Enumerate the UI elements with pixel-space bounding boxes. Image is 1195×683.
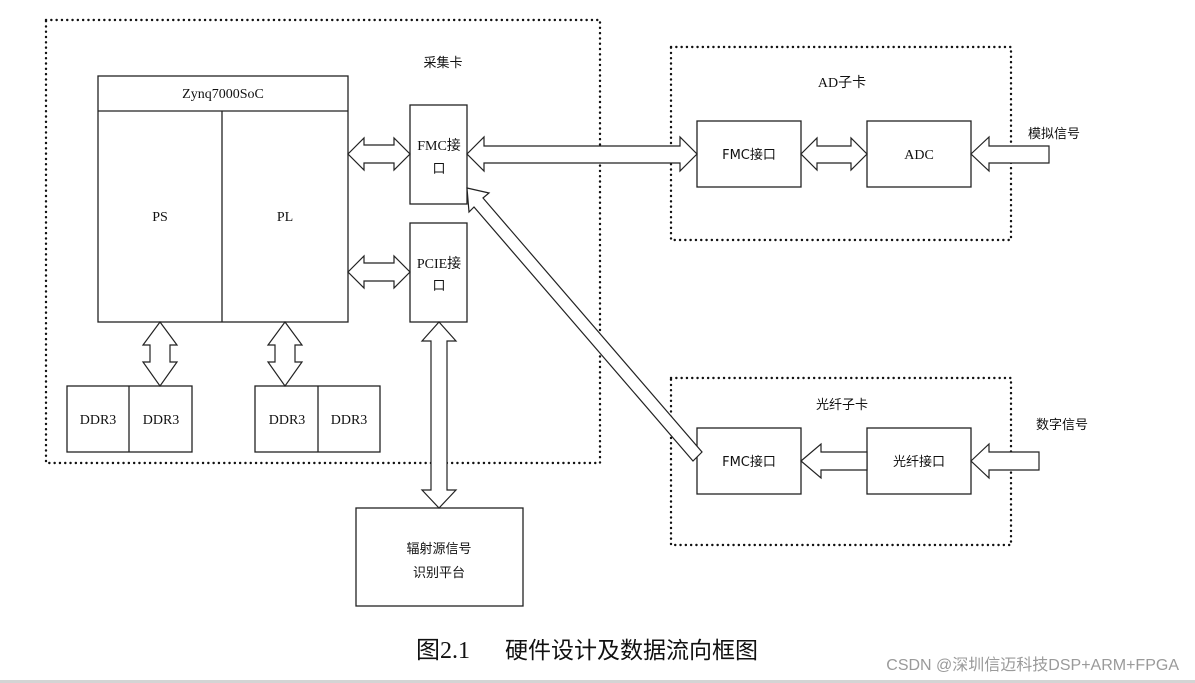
csdn-watermark: CSDN @深圳信迈科技DSP+ARM+FPGA — [886, 656, 1179, 674]
pcie-platform-double-arrow — [420, 321, 458, 509]
pcie-label-line1: PCIE接 — [417, 255, 461, 272]
ddr3-right-pair: DDR3 DDR3 — [254, 385, 381, 453]
caption-number: 图2.1 — [416, 638, 470, 664]
caption-text: 硬件设计及数据流向框图 — [505, 638, 758, 664]
fiber-fmc-interface-block: FMC接口 — [696, 427, 802, 495]
ddr3-left-pair: DDR3 DDR3 — [66, 385, 193, 453]
pcie-interface-block: PCIE接 口 — [409, 222, 468, 323]
figure-caption: 图2.1 硬件设计及数据流向框图 — [416, 638, 758, 664]
platform-label-line2: 识别平台 — [413, 566, 465, 581]
ps-ddr-double-arrow — [141, 320, 179, 388]
fiber-card-title: 光纤子卡 — [816, 398, 868, 413]
soc-pcie-double-arrow — [347, 254, 411, 290]
ddr3-label: DDR3 — [80, 413, 117, 428]
ddr3-label: DDR3 — [143, 413, 180, 428]
ad-card-title: AD子卡 — [818, 75, 866, 91]
digital-signal-label: 数字信号 — [1036, 418, 1088, 433]
fiber-interface-label: 光纤接口 — [893, 454, 945, 470]
ad-fmc-interface-block: FMC接口 — [696, 120, 802, 188]
identification-platform-block: 辐射源信号 识别平台 — [355, 507, 524, 607]
acquisition-card-title: 采集卡 — [423, 55, 462, 71]
pcie-label-line2: 口 — [432, 279, 445, 294]
soc-title: Zynq7000SoC — [182, 87, 264, 102]
soc-fmc-double-arrow — [347, 136, 411, 172]
ddr3-label: DDR3 — [269, 413, 306, 428]
analog-input-arrow — [970, 135, 1050, 173]
ddr3-label: DDR3 — [331, 413, 368, 428]
digital-input-arrow — [970, 442, 1040, 480]
fiber-fmc-label: FMC接口 — [722, 454, 776, 470]
fiber-interface-block: 光纤接口 — [866, 427, 972, 495]
analog-signal-label: 模拟信号 — [1028, 127, 1080, 142]
acq-fmc-interface-block: FMC接 口 — [409, 104, 468, 205]
acq-fmc-label-line2: 口 — [432, 162, 445, 177]
ps-label: PS — [152, 210, 168, 225]
pl-label: PL — [277, 210, 293, 225]
fiber-fmc-to-acq-fmc-arrow — [466, 187, 703, 462]
platform-label-line1: 辐射源信号 — [406, 541, 471, 557]
fiber-to-fmc-arrow — [800, 442, 868, 480]
fmc-adc-double-arrow — [800, 136, 868, 172]
pl-ddr-double-arrow — [266, 320, 304, 388]
acq-fmc-ad-fmc-double-arrow — [466, 135, 698, 173]
acq-fmc-label-line1: FMC接 — [417, 137, 461, 154]
ad-card-border — [669, 45, 1013, 242]
adc-block: ADC — [866, 120, 972, 188]
adc-label: ADC — [904, 148, 934, 163]
bottom-divider — [0, 680, 1195, 683]
ad-fmc-label: FMC接口 — [722, 147, 776, 163]
zynq-soc-block: Zynq7000SoC PS PL — [97, 75, 349, 323]
